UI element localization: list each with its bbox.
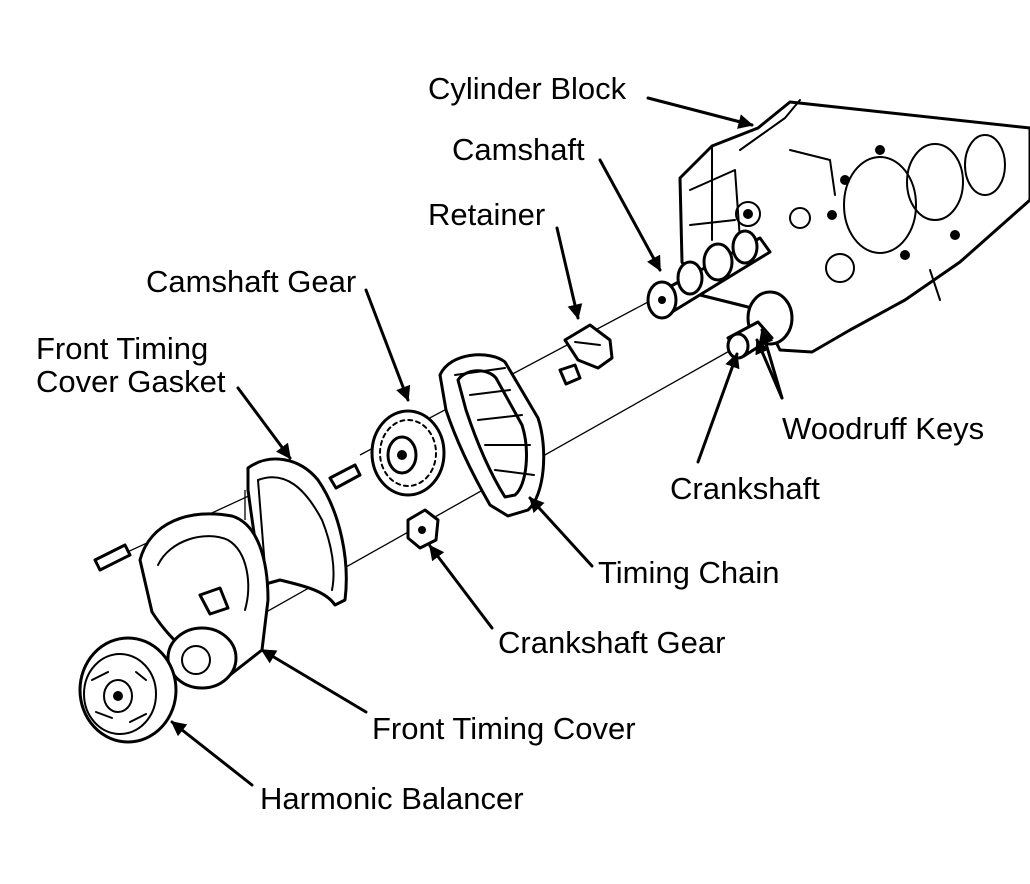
label-cylinder-block: Cylinder Block (428, 71, 627, 106)
label-front-timing-cover-gasket-line1: Front Timing (36, 331, 209, 366)
label-crankshaft-gear: Crankshaft Gear (498, 625, 726, 660)
label-camshaft-gear: Camshaft Gear (146, 264, 357, 299)
cylinder-block-drawing (678, 99, 1030, 354)
label-crankshaft: Crankshaft (670, 471, 820, 506)
crankshaft-gear-drawing (406, 508, 440, 550)
label-front-timing-cover: Front Timing Cover (372, 711, 636, 746)
retainer-drawing (558, 323, 614, 386)
label-front-timing-cover-gasket-line2: Cover Gasket (36, 364, 226, 399)
camshaft-drawing (646, 229, 772, 320)
leader-arrows (170, 96, 784, 787)
label-harmonic-balancer: Harmonic Balancer (260, 781, 524, 816)
camshaft-gear-drawing (370, 409, 446, 497)
front-timing-cover-drawing (138, 512, 270, 690)
timing-chain-drawing (438, 353, 546, 518)
label-timing-chain: Timing Chain (598, 555, 780, 590)
label-woodruff-keys: Woodruff Keys (782, 411, 985, 446)
bolts-drawing (93, 463, 362, 572)
harmonic-balancer-drawing (78, 636, 178, 744)
label-retainer: Retainer (428, 197, 546, 232)
label-camshaft: Camshaft (452, 132, 585, 167)
